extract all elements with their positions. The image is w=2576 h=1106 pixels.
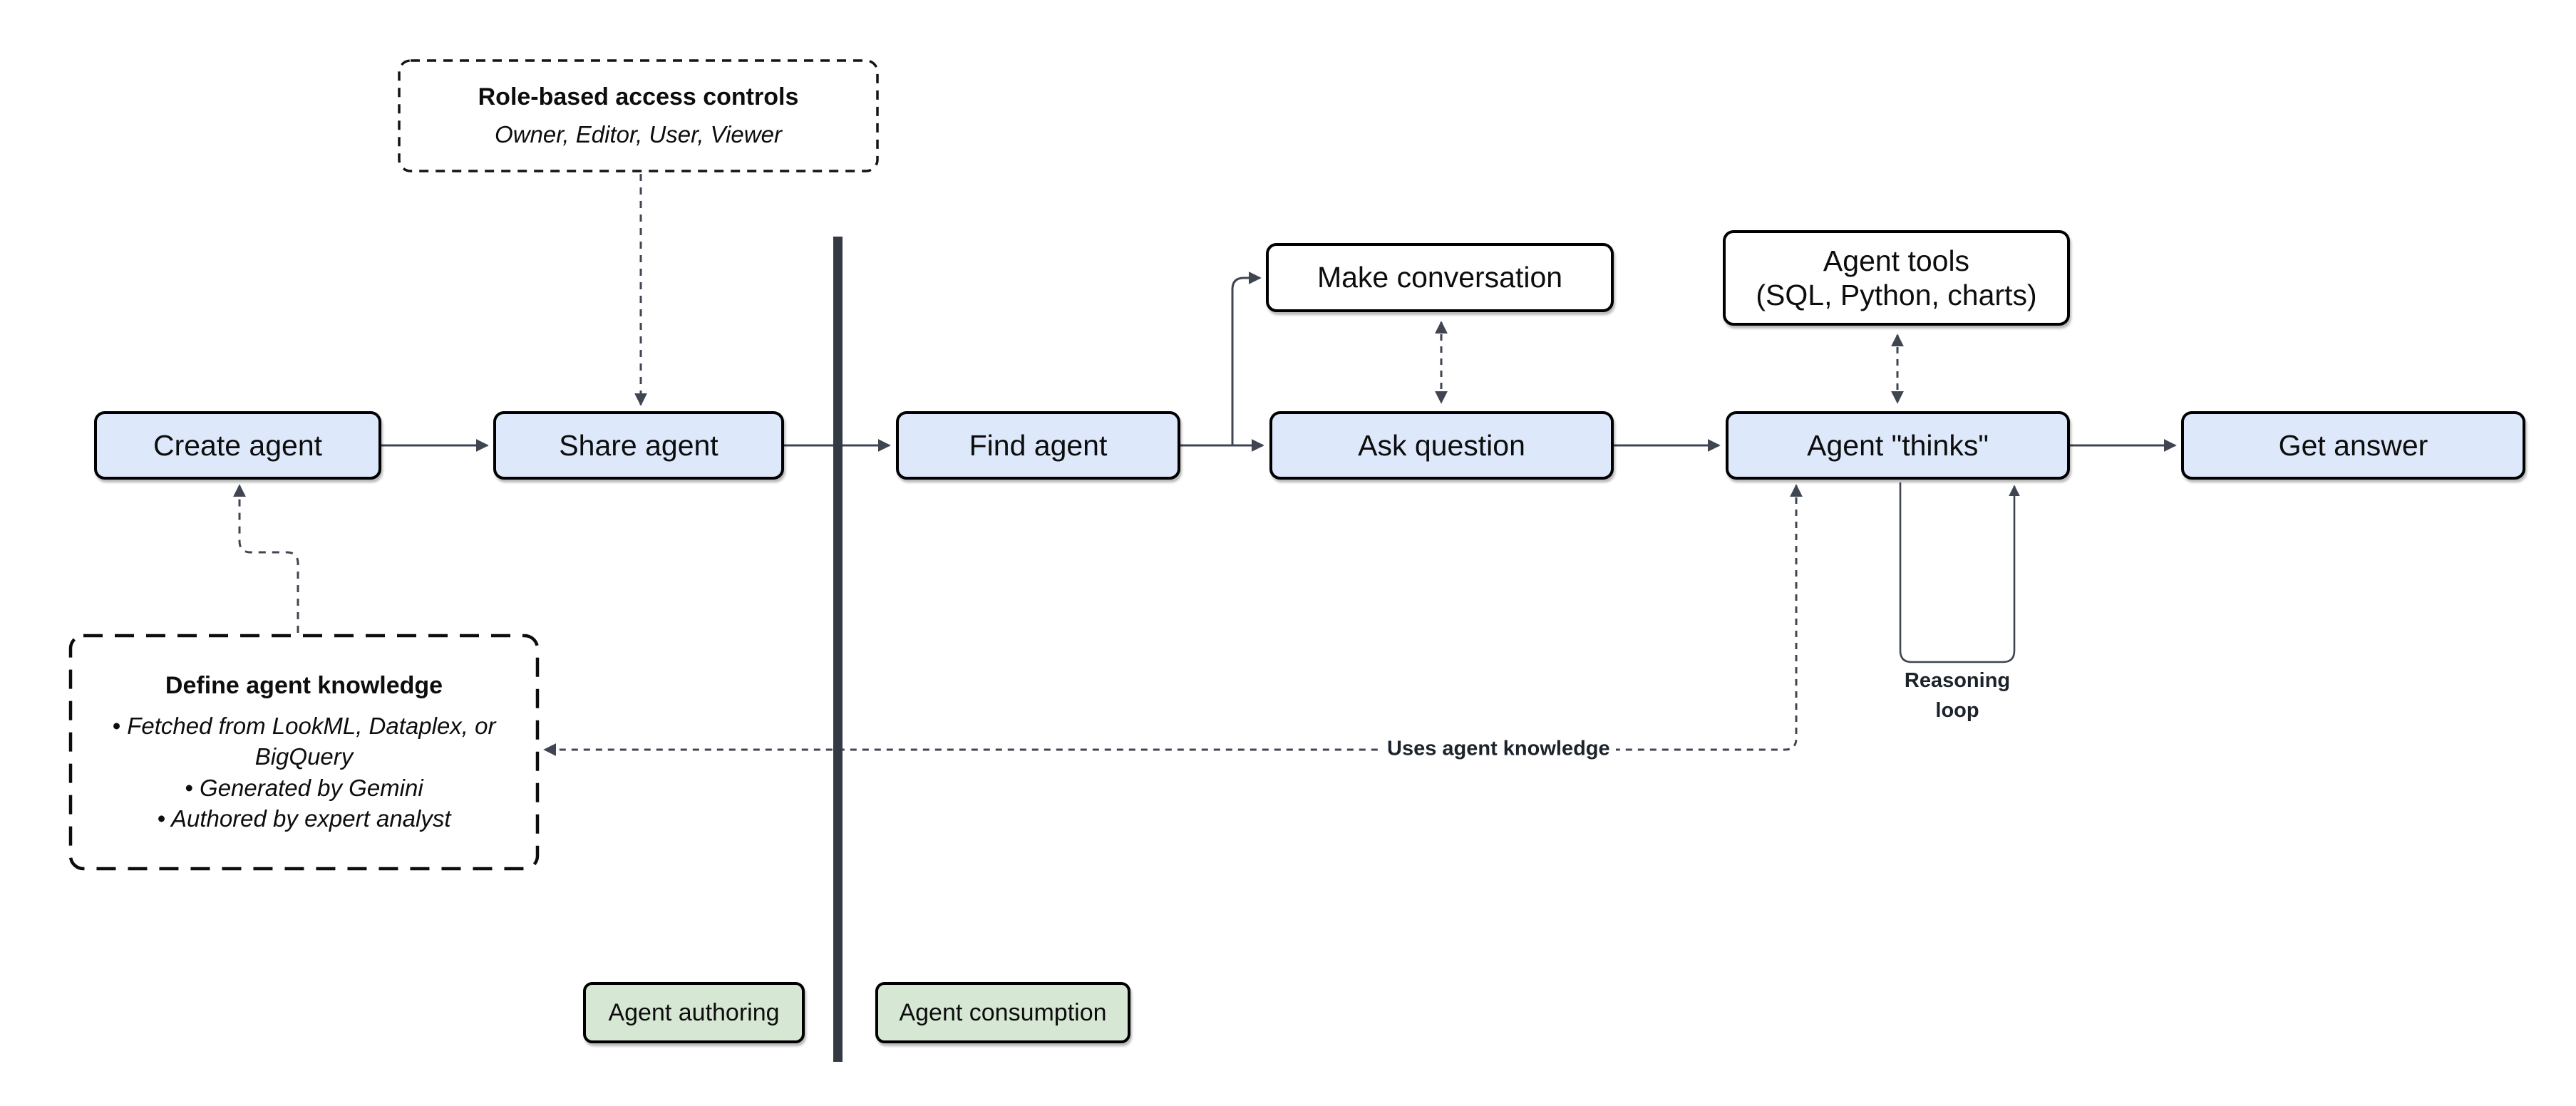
node-agent-tools-label-line2: (SQL, Python, charts) (1756, 279, 2037, 311)
define-box-bullet: Fetched from LookML, Dataplex, or BigQue… (89, 710, 519, 772)
define-box-bullet: Authored by expert analyst (89, 803, 519, 834)
dashed-arrow-define-to-create (233, 484, 299, 633)
role-box-title: Role-based access controls (478, 83, 799, 110)
role-based-access-box: Role-based access controls Owner, Editor… (398, 59, 879, 172)
node-find-agent-label: Find agent (969, 428, 1108, 462)
node-agent-thinks-label: Agent "thinks" (1807, 428, 1989, 462)
lane-chip-agent-consumption: Agent consumption (875, 982, 1130, 1043)
role-box-border (398, 59, 879, 172)
node-agent-thinks: Agent "thinks" (1726, 411, 2070, 480)
node-create-agent-label: Create agent (153, 428, 323, 462)
role-box-subtitle: Owner, Editor, User, Viewer (495, 121, 782, 148)
lane-chip-agent-authoring-label: Agent authoring (608, 998, 780, 1026)
reasoning-loop-arrow (1899, 482, 2020, 663)
define-box-bullet: Generated by Gemini (89, 772, 519, 804)
node-share-agent: Share agent (493, 411, 784, 480)
node-share-agent-label: Share agent (559, 428, 718, 462)
dashed-arrow-uses-agent-knowledge (543, 484, 1803, 756)
node-get-answer-label: Get answer (2278, 428, 2428, 462)
lane-chip-agent-consumption-label: Agent consumption (899, 998, 1107, 1026)
lane-chip-agent-authoring: Agent authoring (583, 982, 805, 1043)
define-box-bullet-list: Fetched from LookML, Dataplex, or BigQue… (89, 710, 519, 834)
node-get-answer: Get answer (2181, 411, 2525, 480)
lane-divider (833, 237, 843, 1062)
reasoning-loop-label: Reasoning loop (1904, 669, 2011, 723)
node-ask-question: Ask question (1269, 411, 1614, 480)
arrow-find-to-make-conversation (1231, 272, 1262, 445)
node-make-conversation: Make conversation (1266, 243, 1614, 312)
node-create-agent: Create agent (94, 411, 381, 480)
node-agent-tools-label-line1: Agent tools (1823, 244, 1970, 277)
node-ask-question-label: Ask question (1358, 428, 1525, 462)
node-make-conversation-label: Make conversation (1317, 261, 1563, 294)
uses-agent-knowledge-label: Uses agent knowledge (1381, 735, 1616, 763)
node-find-agent: Find agent (896, 411, 1180, 480)
node-agent-tools: Agent tools (SQL, Python, charts) (1723, 230, 2070, 326)
define-box-title: Define agent knowledge (165, 672, 443, 700)
define-agent-knowledge-box: Define agent knowledge Fetched from Look… (69, 634, 539, 870)
